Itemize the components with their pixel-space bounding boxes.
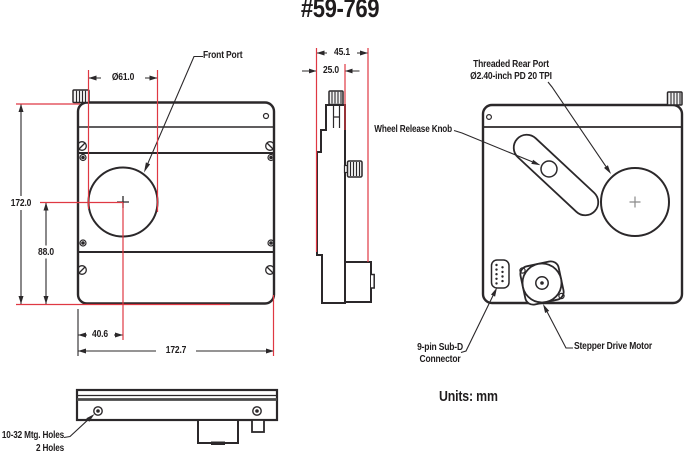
part-number-title: #59-769: [300, 0, 380, 23]
dim-port-center-height: 88.0: [38, 246, 54, 258]
dim-overall-depth: 45.1: [334, 47, 350, 58]
dim-port-diameter: Ø61.0: [111, 72, 135, 83]
sub-d-connector-label-line1: 9-pin Sub-D: [417, 341, 463, 353]
side-profile-outline: [316, 104, 346, 304]
front-port-leader: [144, 55, 203, 173]
front-port-label: Front Port: [203, 50, 243, 61]
rear-port-center-mark: [629, 196, 641, 208]
front-dimension-arrows: [18, 75, 274, 354]
wheel-release-knob-label: Wheel Release Knob: [374, 124, 452, 135]
rear-leader-arrows: [491, 159, 611, 313]
motor-housing-side: [344, 261, 372, 303]
dim-overall-height: 172.0: [10, 197, 32, 209]
stepper-drive-motor-label: Stepper Drive Motor: [574, 340, 653, 352]
threaded-rear-port-label: Threaded Rear Port Ø2.40-inch PD 20 TPI: [460, 59, 562, 84]
mounting-holes-label-line1: 10-32 Mtg. Holes: [1, 430, 65, 441]
wheel-release-knob-circle: [540, 160, 558, 178]
mounting-holes-leader: [63, 414, 95, 439]
thumb-screw-knob-icon: [328, 90, 344, 106]
connector-tab-bottom: [251, 419, 265, 433]
wheel-release-knob-side-icon: [343, 160, 363, 178]
dim-port-center-offset: 40.6: [92, 329, 108, 340]
side-dimension-arrows: [309, 50, 368, 74]
rear-leader-lines: [453, 81, 607, 354]
bottom-view-drawing: [63, 388, 279, 445]
mounting-hole-icon: [93, 406, 262, 416]
sub-d-connector-icon: [490, 259, 510, 289]
side-view-drawing: [302, 48, 375, 304]
side-extension-lines: [315, 48, 369, 262]
mounting-holes-label-line2: 2 Holes: [35, 443, 64, 454]
rear-view-drawing: [453, 81, 684, 354]
screw-icon: [77, 141, 275, 275]
thumb-screw-knob-icon: [666, 91, 683, 106]
mounting-holes-label: 10-32 Mtg. Holes 2 Holes: [0, 429, 64, 455]
hole-icon: [79, 153, 275, 247]
stepper-motor-icon: [519, 260, 565, 306]
front-extension-lines: [16, 70, 275, 356]
sub-d-connector-label: 9-pin Sub-D Connector: [398, 342, 483, 367]
bottom-bar-outline: [75, 388, 279, 422]
front-view-drawing: [16, 55, 276, 356]
wheel-release-slot: [512, 133, 600, 217]
thumb-screw-knob-icon: [72, 89, 90, 104]
motor-housing-bottom: [197, 419, 239, 444]
threaded-rear-port-label-line1: Threaded Rear Port: [473, 58, 549, 70]
sub-d-connector-label-line2: Connector: [419, 354, 461, 365]
dim-overall-width: 172.7: [165, 344, 187, 356]
threaded-rear-port-label-line2: Ø2.40-inch PD 20 TPI: [470, 71, 552, 82]
units-label: Units: mm: [439, 389, 498, 405]
dim-body-depth: 25.0: [323, 64, 339, 76]
